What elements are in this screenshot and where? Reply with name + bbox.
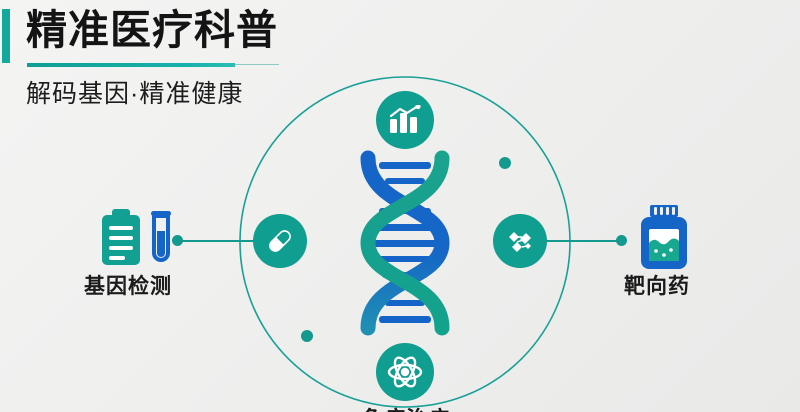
atom-icon	[387, 356, 423, 388]
connector-line-right	[546, 240, 622, 242]
ring-dot-southwest	[301, 330, 313, 342]
page-title: 精准医疗科普	[26, 7, 278, 53]
page-subtitle: 解码基因·精准健康	[26, 80, 244, 108]
label-bottom-node: 免疫治疗	[331, 403, 481, 412]
label-gene-testing: 基因检测	[84, 275, 172, 298]
label-targeted-drug: 靶向药	[624, 275, 690, 298]
connector-dot-left	[172, 235, 183, 246]
title-underline-tail	[235, 64, 279, 65]
connector-line-left	[182, 240, 254, 242]
bar-chart-icon	[389, 105, 421, 133]
title-underline	[27, 63, 235, 67]
title-accent-bar	[2, 9, 10, 63]
node-right-molecule[interactable]	[493, 214, 547, 268]
connector-dot-right	[616, 235, 627, 246]
node-left-capsule[interactable]	[253, 214, 307, 268]
ring-dot-northeast	[499, 157, 511, 169]
medicine-bottle-icon	[641, 205, 687, 269]
molecule-icon	[509, 232, 531, 252]
node-bottom-atom[interactable]	[376, 343, 434, 401]
dna-helix-icon	[360, 150, 450, 336]
node-top-analytics[interactable]	[376, 91, 434, 149]
clipboard-testtube-icon	[102, 209, 171, 265]
capsule-pill-icon	[269, 230, 291, 252]
